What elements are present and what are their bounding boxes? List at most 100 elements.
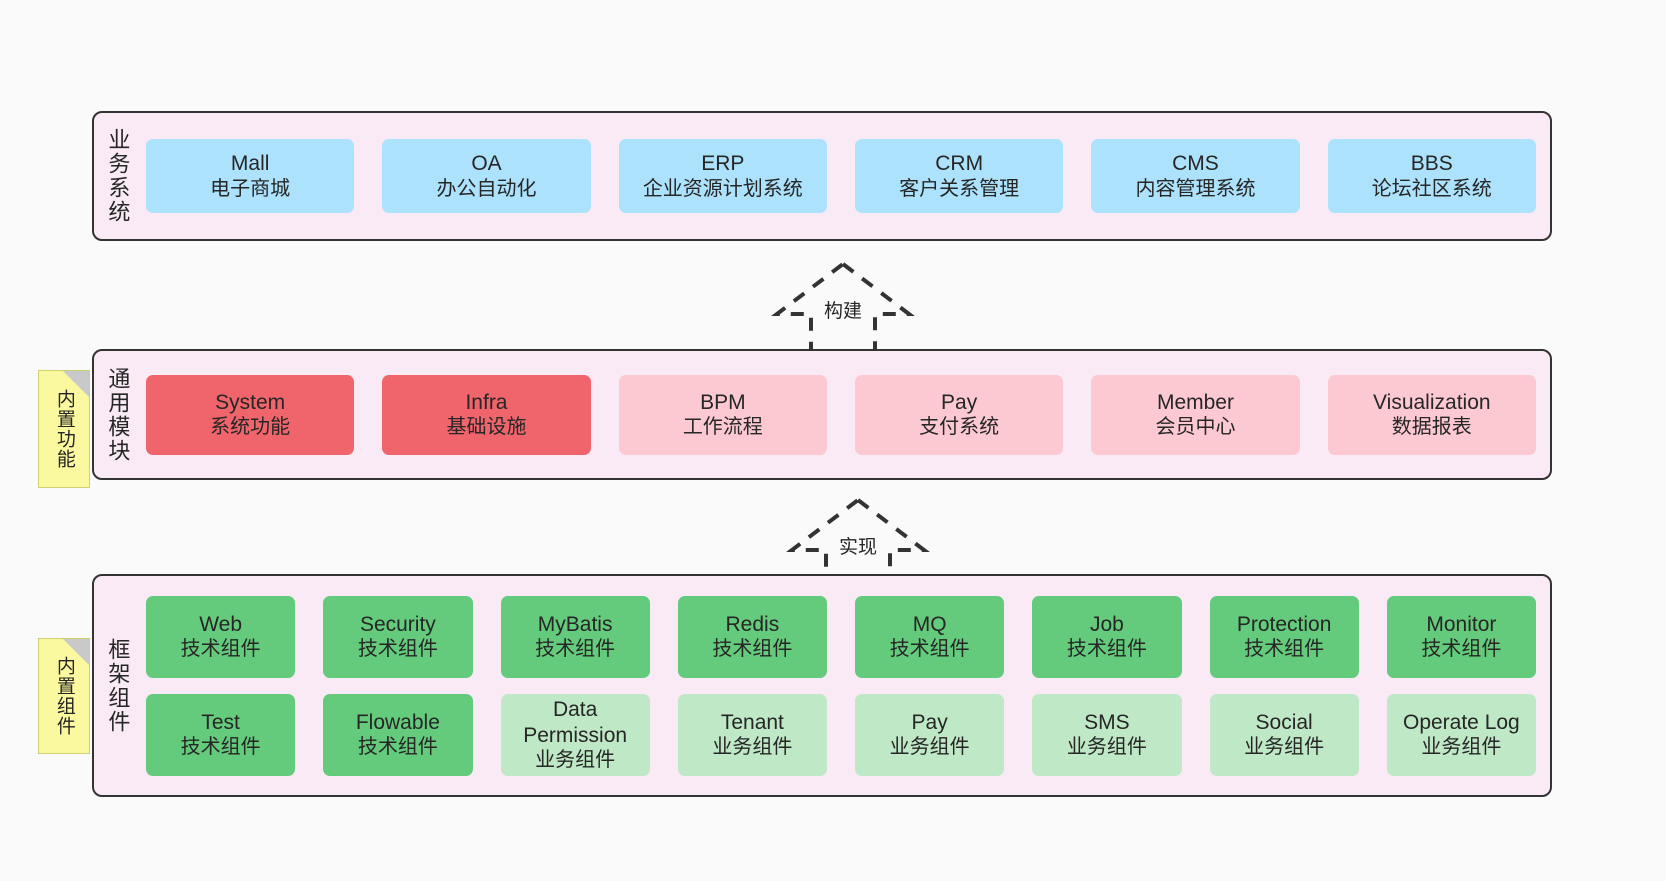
band-framework-body: Web 技术组件 Security 技术组件 MyBatis 技术组件 Redi… <box>140 576 1550 795</box>
node-security[interactable]: Security 技术组件 <box>323 595 473 678</box>
node-security-name: Security <box>359 612 436 636</box>
node-flowable[interactable]: Flowable 技术组件 <box>323 693 473 776</box>
node-data-permission-desc: 业务组件 <box>535 748 616 771</box>
band-common-title: 通用模块 <box>105 366 131 463</box>
node-pay-module-desc: 支付系统 <box>919 416 1000 439</box>
node-system-name: System <box>215 390 286 414</box>
node-operate-log[interactable]: Operate Log 业务组件 <box>1386 693 1536 776</box>
node-bbs-desc: 论坛社区系统 <box>1371 177 1492 200</box>
node-test[interactable]: Test 技术组件 <box>146 693 296 776</box>
node-oa-name: OA <box>471 152 502 176</box>
band-framework-row-1: Web 技术组件 Security 技术组件 MyBatis 技术组件 Redi… <box>146 595 1536 678</box>
node-bpm[interactable]: BPM 工作流程 <box>618 374 827 455</box>
node-system-desc: 系统功能 <box>210 416 291 439</box>
node-tenant[interactable]: Tenant 业务组件 <box>677 693 827 776</box>
node-pay-module-name: Pay <box>941 390 978 414</box>
band-common-body: System 系统功能 Infra 基础设施 BPM 工作流程 Pay 支付系统… <box>140 351 1550 478</box>
node-social-name: Social <box>1255 710 1313 734</box>
note-builtin-component-label: 内置组件 <box>53 656 75 736</box>
node-redis-name: Redis <box>725 612 780 636</box>
node-pay-component[interactable]: Pay 业务组件 <box>855 693 1005 776</box>
note-builtin-function: 内置功能 <box>38 370 90 488</box>
arrow-build-label: 构建 <box>823 301 863 322</box>
node-protection[interactable]: Protection 技术组件 <box>1209 595 1359 678</box>
node-operate-log-desc: 业务组件 <box>1421 736 1502 759</box>
node-flowable-name: Flowable <box>355 710 440 734</box>
node-cms-desc: 内容管理系统 <box>1135 177 1256 200</box>
band-framework-component: 框架组件 Web 技术组件 Security 技术组件 MyBatis 技术组件… <box>92 574 1552 797</box>
band-business-body: Mall 电子商城 OA 办公自动化 ERP 企业资源计划系统 CRM 客户关系… <box>140 113 1550 239</box>
node-erp-name: ERP <box>701 152 745 176</box>
node-monitor[interactable]: Monitor 技术组件 <box>1386 595 1536 678</box>
node-social-desc: 业务组件 <box>1244 736 1325 759</box>
node-test-name: Test <box>201 710 240 734</box>
node-bpm-name: BPM <box>700 390 746 414</box>
node-protection-desc: 技术组件 <box>1244 638 1325 661</box>
node-mybatis-desc: 技术组件 <box>535 638 616 661</box>
node-web[interactable]: Web 技术组件 <box>146 595 296 678</box>
node-erp-desc: 企业资源计划系统 <box>642 177 803 200</box>
node-crm-desc: 客户关系管理 <box>899 177 1020 200</box>
band-business-title: 业务系统 <box>105 128 131 224</box>
node-mall-desc: 电子商城 <box>210 177 291 200</box>
node-oa[interactable]: OA 办公自动化 <box>382 139 591 213</box>
note-fold-corner-icon <box>63 371 89 397</box>
node-social[interactable]: Social 业务组件 <box>1209 693 1359 776</box>
note-builtin-function-label: 内置功能 <box>53 389 75 469</box>
band-common-module: 通用模块 System 系统功能 Infra 基础设施 BPM 工作流程 Pay… <box>92 349 1552 480</box>
node-oa-desc: 办公自动化 <box>436 177 537 200</box>
node-bbs[interactable]: BBS 论坛社区系统 <box>1327 139 1536 213</box>
note-fold-corner-icon <box>63 639 89 665</box>
node-infra-name: Infra <box>465 390 508 414</box>
node-tenant-name: Tenant <box>720 710 784 734</box>
node-infra-desc: 基础设施 <box>446 416 527 439</box>
node-mybatis-name: MyBatis <box>537 612 613 636</box>
node-data-permission-name: Data Permission <box>523 698 628 747</box>
node-mybatis[interactable]: MyBatis 技术组件 <box>500 595 650 678</box>
band-framework-title: 框架组件 <box>105 637 131 734</box>
node-data-permission[interactable]: Data Permission 业务组件 <box>500 693 650 776</box>
node-redis-desc: 技术组件 <box>712 638 793 661</box>
node-protection-name: Protection <box>1236 612 1332 636</box>
node-job-desc: 技术组件 <box>1066 638 1147 661</box>
node-sms-name: SMS <box>1084 710 1130 734</box>
node-web-desc: 技术组件 <box>180 638 261 661</box>
note-builtin-component: 内置组件 <box>38 638 90 754</box>
node-bpm-desc: 工作流程 <box>682 416 763 439</box>
arrow-implement-label: 实现 <box>838 537 878 558</box>
arrow-implement: 实现 <box>773 494 943 594</box>
node-erp[interactable]: ERP 企业资源计划系统 <box>618 139 827 213</box>
node-mall[interactable]: Mall 电子商城 <box>146 139 355 213</box>
node-pay-module[interactable]: Pay 支付系统 <box>854 374 1064 455</box>
node-system[interactable]: System 系统功能 <box>146 374 355 455</box>
node-member[interactable]: Member 会员中心 <box>1091 374 1300 455</box>
node-security-desc: 技术组件 <box>357 638 438 661</box>
node-visualization-desc: 数据报表 <box>1391 416 1472 439</box>
node-mq[interactable]: MQ 技术组件 <box>855 595 1005 678</box>
node-pay-component-name: Pay <box>911 710 948 734</box>
node-flowable-desc: 技术组件 <box>357 736 438 759</box>
node-monitor-name: Monitor <box>1426 612 1497 636</box>
node-infra[interactable]: Infra 基础设施 <box>382 374 591 455</box>
node-crm-name: CRM <box>935 152 984 176</box>
node-sms[interactable]: SMS 业务组件 <box>1032 693 1182 776</box>
arrow-build: 构建 <box>758 258 928 358</box>
node-cms-name: CMS <box>1172 152 1219 176</box>
node-monitor-desc: 技术组件 <box>1421 638 1502 661</box>
band-business-row-1: Mall 电子商城 OA 办公自动化 ERP 企业资源计划系统 CRM 客户关系… <box>146 139 1536 213</box>
node-visualization-name: Visualization <box>1373 390 1491 414</box>
band-common-row-1: System 系统功能 Infra 基础设施 BPM 工作流程 Pay 支付系统… <box>146 374 1536 455</box>
node-member-name: Member <box>1156 390 1234 414</box>
node-cms[interactable]: CMS 内容管理系统 <box>1091 139 1300 213</box>
node-test-desc: 技术组件 <box>180 736 261 759</box>
node-mq-name: MQ <box>912 612 947 636</box>
node-crm[interactable]: CRM 客户关系管理 <box>854 139 1064 213</box>
node-visualization[interactable]: Visualization 数据报表 <box>1327 374 1536 455</box>
node-job[interactable]: Job 技术组件 <box>1032 595 1182 678</box>
node-redis[interactable]: Redis 技术组件 <box>677 595 827 678</box>
band-framework-row-2: Test 技术组件 Flowable 技术组件 Data Permission … <box>146 693 1536 776</box>
node-sms-desc: 业务组件 <box>1066 736 1147 759</box>
node-mall-name: Mall <box>230 152 270 176</box>
node-operate-log-name: Operate Log <box>1402 710 1520 734</box>
